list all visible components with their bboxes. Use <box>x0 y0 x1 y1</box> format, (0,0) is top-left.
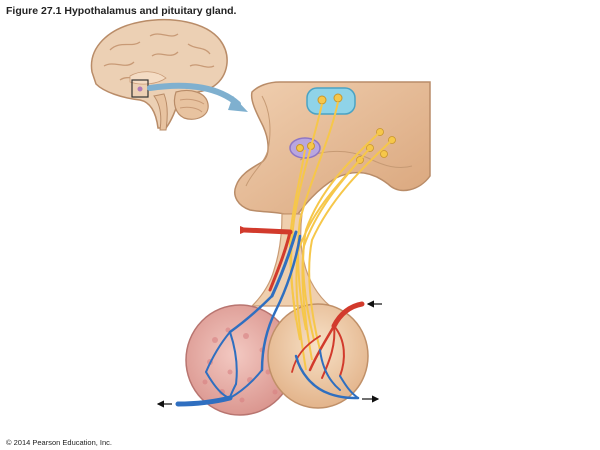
portal-veins <box>175 230 360 407</box>
hypothalamus-tissue <box>234 81 431 215</box>
flow-arrow-icon <box>156 300 382 408</box>
neurosecretory-axons <box>288 101 393 371</box>
zoom-arrow-head <box>228 96 248 112</box>
artery-end-cap <box>240 226 250 234</box>
figure-title: Figure 27.1 Hypothalamus and pituitary g… <box>6 5 237 17</box>
paraventricular-nucleus <box>306 87 356 115</box>
brain-icon <box>90 19 228 131</box>
arteries <box>241 227 365 379</box>
copyright-notice: © 2014 Pearson Education, Inc. <box>6 438 113 447</box>
